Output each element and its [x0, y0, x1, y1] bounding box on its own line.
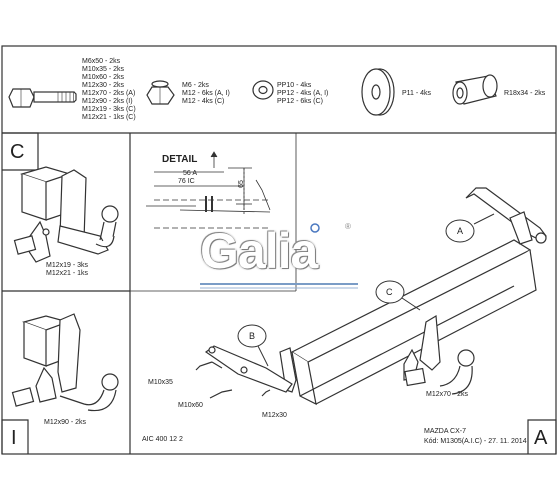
panel-i-bolt: M12x90 - 2ks — [44, 419, 87, 426]
bolt-item: M12x90 - 2ks (I) — [82, 98, 133, 105]
callout-c: C — [386, 287, 393, 297]
corner-a-letter: A — [534, 427, 548, 449]
washer-item: PP12 - 4ks (A, I) — [277, 90, 329, 97]
callout-bubbles — [237, 213, 495, 367]
panel-c-assembly — [13, 166, 119, 263]
main-bolt-m10x35: M10x35 — [148, 379, 173, 386]
panel-c-bolts: M12x19 - 3ks M12x21 - 1ks — [46, 262, 88, 278]
detail-dim-height: 65 — [237, 180, 245, 188]
main-bolt-m10x60: M10x60 — [178, 402, 203, 409]
galia-logo: Galia — [200, 223, 318, 279]
detail-dim-ic: 76 IC — [178, 178, 195, 185]
logo-band — [200, 223, 358, 289]
large-washer-drawing — [361, 68, 395, 116]
washer-item: PP10 - 4ks — [277, 82, 312, 89]
nut-list: M6 - 2ks M12 - 6ks (A, I) M12 - 4ks (C) — [182, 82, 230, 106]
outer-frame — [1, 45, 557, 455]
logo-dot — [310, 223, 320, 233]
footer-vehicle: MAZDA CX-7 — [424, 428, 467, 435]
bolt-item: M10x35 - 2ks — [82, 66, 125, 73]
washer-drawing — [252, 80, 274, 100]
footer-kod: Kód: M1305(A.I.C) - 27. 11. 2014 — [424, 438, 527, 445]
panel-c-bolt-item: M12x21 - 1ks — [46, 270, 89, 277]
panel-i-tab — [1, 419, 29, 454]
detail-title: DETAIL — [162, 154, 198, 165]
callout-a-bubble — [445, 219, 475, 243]
bolt-list: M6x50 - 2ks M10x35 - 2ks M10x60 - 2ks M1… — [82, 58, 136, 122]
washer-item: PP12 - 6ks (C) — [277, 98, 323, 105]
washer-list: PP10 - 4ks PP12 - 4ks (A, I) PP12 - 6ks … — [277, 82, 328, 106]
main-bolt-m12x30: M12x30 — [262, 412, 287, 419]
bolt-drawing — [8, 88, 77, 108]
main-assembly — [195, 187, 547, 406]
panel-a-tab — [527, 419, 557, 454]
logo-registered-mark: ® — [345, 222, 351, 231]
bolt-item: M12x19 - 3ks (C) — [82, 106, 136, 113]
spacer-label: R18x34 - 2ks — [504, 90, 546, 97]
main-bolt-m12x70: M12x70 - 2ks — [426, 391, 469, 398]
bolt-item: M12x70 - 2ks (A) — [82, 90, 136, 97]
frame-lines — [1, 45, 557, 455]
panel-i-assembly — [11, 313, 119, 412]
panel-c-bolt-item: M12x19 - 3ks — [46, 262, 89, 269]
callout-a: A — [457, 226, 464, 236]
bolt-item: M12x21 - 1ks (C) — [82, 114, 136, 121]
callout-b: B — [249, 331, 256, 341]
bolt-item: M12x30 - 2ks — [82, 82, 125, 89]
bolt-shank — [33, 91, 75, 103]
nut-drawing — [146, 80, 175, 105]
nut-item: M12 - 6ks (A, I) — [182, 90, 230, 97]
panel-c-letter: C — [10, 141, 25, 163]
panel-i-letter: I — [11, 427, 17, 449]
large-washer-label: P11 - 4ks — [402, 90, 432, 97]
nut-item: M12 - 4ks (C) — [182, 98, 225, 105]
bolt-head — [8, 88, 35, 108]
panel-c-tab — [2, 132, 39, 171]
nut-item: M6 - 2ks — [182, 82, 209, 89]
bolt-item: M10x60 - 2ks — [82, 74, 125, 81]
detail-drawing — [146, 151, 271, 229]
footer-code: AIC 400 12 2 — [142, 436, 183, 443]
callout-b-bubble — [237, 324, 267, 348]
detail-dim-a: 56 A — [183, 170, 198, 177]
spacer-drawing — [452, 74, 498, 105]
callout-c-bubble — [375, 280, 405, 304]
bolt-item: M6x50 - 2ks — [82, 58, 121, 65]
